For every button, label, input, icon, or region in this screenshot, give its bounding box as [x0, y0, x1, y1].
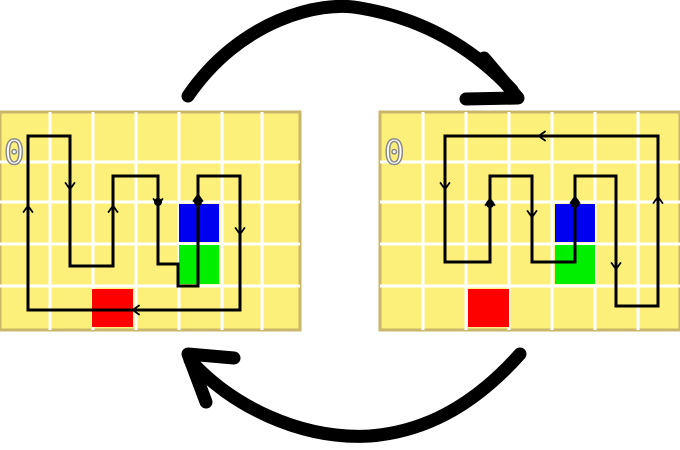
right-red-cell [468, 289, 509, 327]
left-junction-dot-2 [194, 198, 202, 206]
cycle-arrow-bottom [181, 347, 527, 443]
right-step-counter: 0 [384, 133, 404, 173]
left-board-grid [0, 112, 300, 330]
right-robot-path [443, 134, 660, 308]
left-robot-path [26, 134, 242, 312]
right-board-background [378, 110, 680, 332]
left-board: 0 [0, 110, 302, 332]
right-board: 0 [378, 110, 680, 332]
right-junction-dot-2 [571, 200, 579, 208]
right-board-grid [380, 112, 680, 330]
left-board-background [0, 110, 302, 332]
left-step-counter: 0 [4, 133, 24, 173]
cycle-arrow-top [181, 0, 525, 106]
right-junction-dot-1 [486, 200, 494, 208]
left-red-cell [92, 289, 133, 327]
left-junction-dot-1 [154, 198, 162, 206]
